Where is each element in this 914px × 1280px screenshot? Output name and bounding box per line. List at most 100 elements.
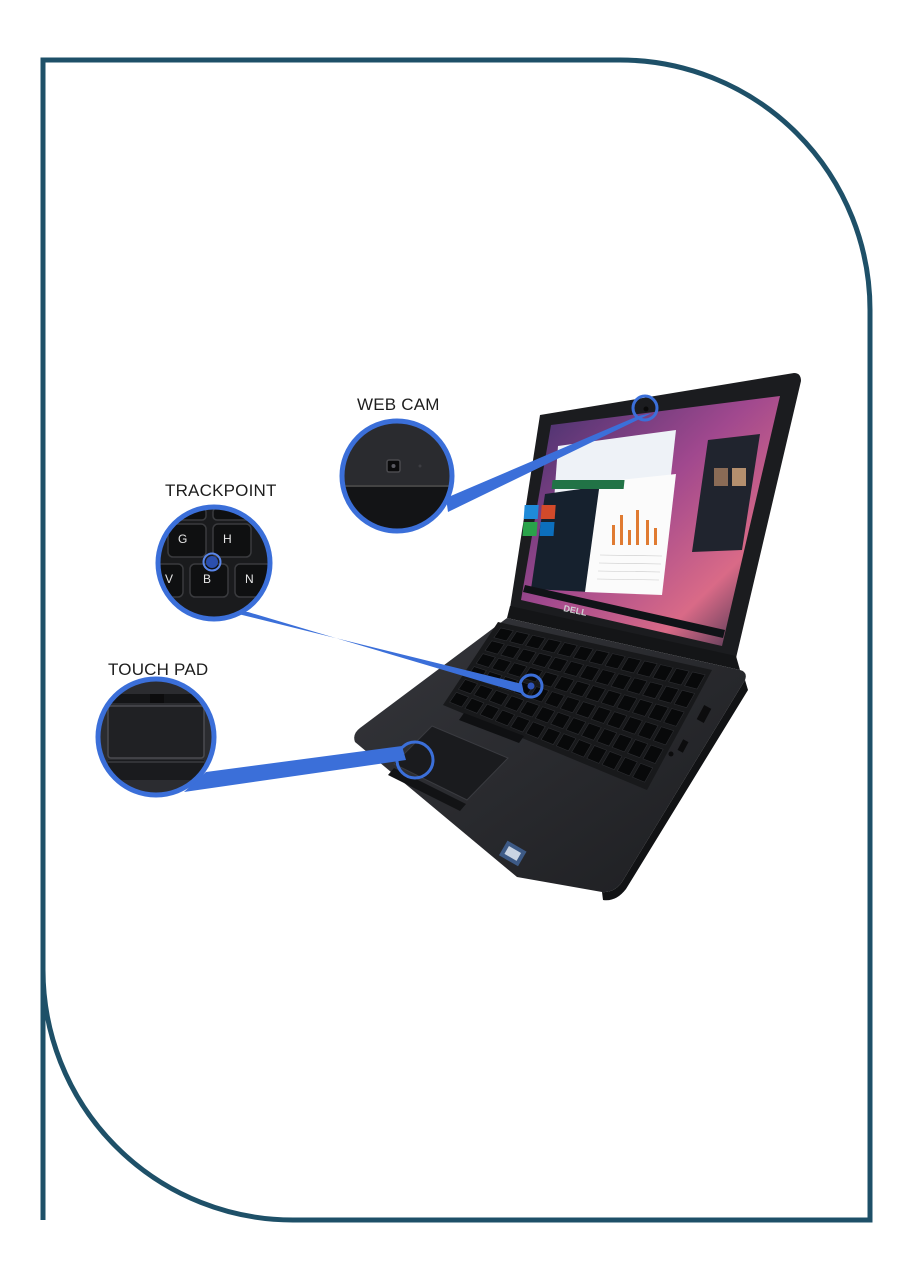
media-thumb (732, 468, 746, 486)
key-label-g: G (178, 532, 187, 546)
keyboard-key (626, 677, 648, 695)
webcam-highlight (631, 394, 659, 422)
trackpoint-zoom-ring (155, 504, 273, 622)
keyboard-key (565, 717, 587, 735)
keyboard-key (579, 665, 600, 682)
laptop-webcam-lens (643, 406, 649, 412)
keyboard-key (569, 680, 591, 698)
keyboard-key (611, 733, 633, 753)
key-label-v: V (165, 572, 173, 586)
keyboard-key (516, 648, 537, 664)
key-label-n: N (245, 572, 254, 586)
media-thumb (714, 468, 728, 486)
zoom-key (212, 523, 252, 558)
touchpad-zoom-surface (107, 705, 205, 759)
keyboard-key (541, 638, 562, 654)
touchpad-connector (184, 746, 406, 792)
keyboard-keys (449, 627, 706, 783)
keyboard-key (652, 726, 675, 746)
screen-window-media (692, 434, 760, 552)
keyboard-key (594, 669, 616, 686)
webcam-zoom-ring (339, 418, 455, 534)
keyboard-key (586, 745, 608, 764)
screen-tile (540, 505, 556, 519)
key-label-h: H (223, 532, 232, 546)
keyboard-key (610, 673, 632, 691)
keyboard-key (652, 664, 674, 682)
keyboard-key (684, 671, 706, 690)
keyboard-key (555, 733, 577, 752)
keyboard-key (604, 653, 626, 670)
touchpad-zoom-ring (95, 676, 217, 798)
keyboard-key (668, 667, 690, 686)
keyboard-key (534, 706, 556, 724)
trackpoint-buttons (459, 713, 524, 743)
trackpoint-nub (527, 682, 535, 690)
keyboard-key (657, 685, 680, 704)
keyboard-key (642, 744, 664, 764)
screen-tile (539, 522, 555, 536)
keyboard-key (519, 700, 540, 718)
keyboard-key (673, 689, 696, 708)
keyboard-key (581, 722, 602, 741)
touchpad-callout-label: TOUCH PAD (108, 660, 209, 679)
keyboard-key (601, 751, 623, 770)
webcam-connector (446, 413, 652, 512)
keyboard-key (636, 660, 658, 678)
keyboard-key (540, 727, 562, 745)
keyboard-key (642, 681, 664, 700)
laptop-port (696, 705, 712, 723)
keyboard-key (596, 728, 618, 747)
keyboard-key (632, 698, 654, 717)
keyboard-key (475, 653, 496, 668)
laptop-sticker-inner (504, 846, 522, 861)
laptop: DELL (354, 373, 801, 901)
keyboard-key (588, 649, 610, 666)
keyboard-key (464, 697, 485, 714)
keyboard-key (571, 739, 592, 758)
keyboard-key (620, 656, 642, 674)
keyboard-key (637, 721, 659, 740)
keyboard-key (556, 642, 578, 658)
keyboard-key (547, 656, 569, 673)
keyboard-key (647, 703, 669, 722)
page-frame (40, 57, 873, 1223)
spreadsheet-grid (596, 554, 663, 581)
keyboard-key (563, 661, 585, 677)
keyboard-key (627, 739, 649, 759)
keyboard-key (616, 756, 638, 777)
keyboard-key (575, 701, 597, 719)
keyboard-key (473, 684, 494, 700)
laptop-port (677, 739, 689, 753)
keyboard-key (559, 696, 581, 714)
keyboard-key (600, 689, 622, 707)
laptop-logo: DELL (563, 603, 589, 618)
touchpad-buttons (388, 768, 466, 811)
keyboard-key (449, 691, 469, 708)
keyboard-key (525, 721, 546, 739)
key-label-b: B (203, 572, 211, 586)
keyboard-key (531, 652, 553, 668)
keyboard-key (616, 694, 638, 712)
laptop-hinge (507, 606, 740, 670)
keyboard-key (590, 706, 612, 724)
spreadsheet-header (551, 480, 625, 489)
keyboard-key (606, 711, 628, 730)
keyboard-key (488, 690, 509, 706)
keyboard-key (510, 715, 531, 733)
keyboard-key (484, 640, 505, 655)
keyboard-key (494, 709, 516, 727)
keyboard-key (550, 711, 571, 730)
keyboard-key (500, 644, 521, 659)
touchpad-zoom (95, 676, 217, 798)
keyboard-key (572, 645, 594, 662)
laptop-port (668, 751, 674, 757)
trackpoint-nub-zoom (206, 556, 218, 568)
keyboard-key (493, 627, 514, 642)
keyboard-key (544, 691, 565, 708)
keyboard-key (509, 631, 530, 646)
webcam-callout-label: WEB CAM (357, 395, 440, 414)
laptop-side-edge (602, 680, 748, 901)
keyboard-key (632, 762, 654, 783)
